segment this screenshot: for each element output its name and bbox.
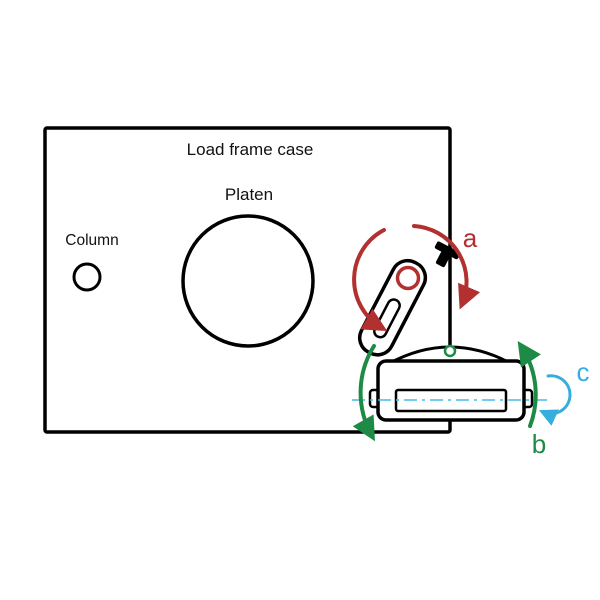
rotation-a-label: a	[463, 223, 478, 253]
rotation-c-label: c	[577, 357, 590, 387]
rotation-b-arc-left	[352, 344, 376, 442]
rotation-a-arc-right	[412, 224, 481, 310]
clamp-knob-stem	[435, 251, 450, 268]
clamp-knob-handle	[434, 241, 461, 260]
rotation-a-arc-left	[352, 228, 388, 332]
indicator-dot	[443, 344, 457, 358]
column-label: Column	[65, 232, 118, 249]
pivot-ring	[395, 265, 421, 291]
rotation-b-arc-right	[517, 341, 541, 428]
case-outline	[43, 126, 452, 434]
clamp-knob-icon	[434, 241, 461, 268]
platen-label: Platen	[225, 185, 273, 204]
case-label: Load frame case	[187, 140, 314, 159]
rotation-b-label: b	[532, 429, 546, 459]
column-circle	[72, 262, 102, 292]
platen-circle	[181, 214, 315, 348]
rotation-c-arc	[538, 374, 572, 426]
